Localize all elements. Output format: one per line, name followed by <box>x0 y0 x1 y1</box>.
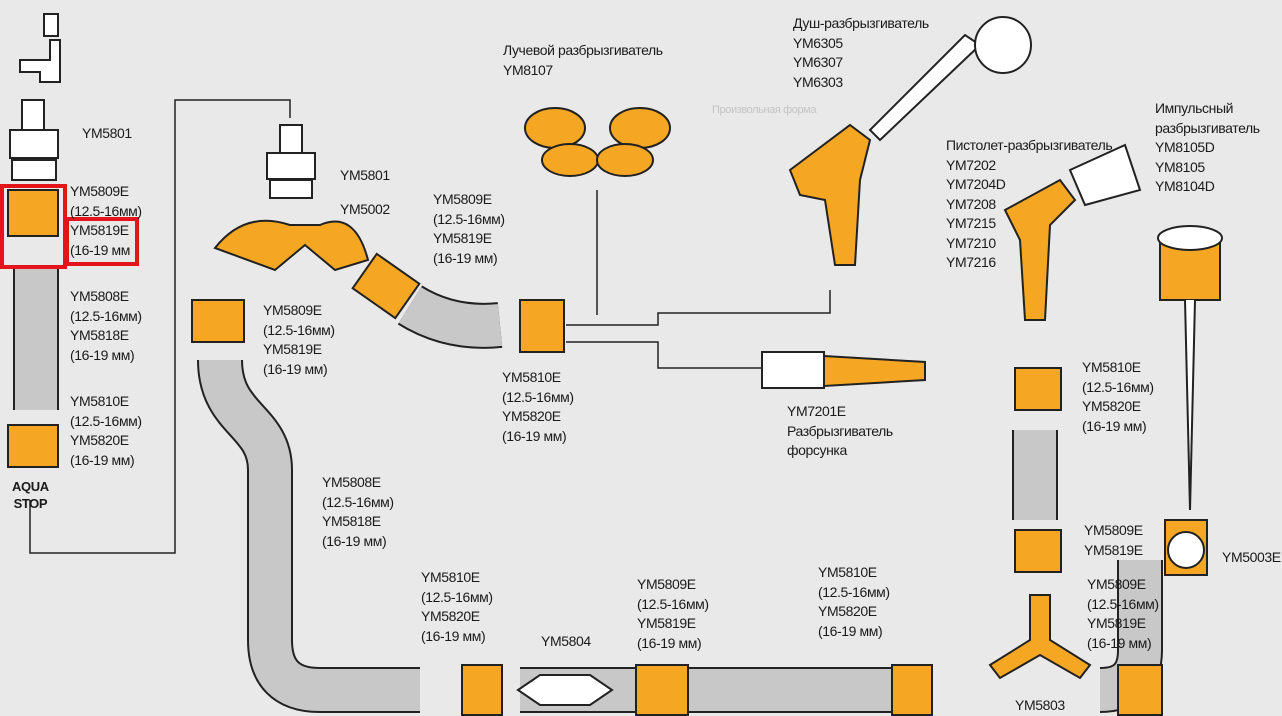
label-mid-stop: YM5810E(12.5-16мм)YM5820E(16-19 мм) <box>502 369 574 444</box>
label-y-splitter: YM5002 <box>340 201 390 217</box>
highlight-box-fitting <box>0 184 67 269</box>
connector-lines <box>29 99 831 554</box>
label-left-connector: YM5809E(12.5-16мм)YM5819E(16-19 мм <box>70 183 142 258</box>
tap-adapter-icons <box>9 99 926 389</box>
label-y-out-connector: YM5809E(12.5-16мм)YM5819E(16-19 мм) <box>263 302 335 377</box>
water-tap-icon <box>19 13 61 83</box>
label-bottom-stop-1: YM5810E(12.5-16мм)YM5820E(16-19 мм) <box>421 569 493 644</box>
highlight-box-label <box>65 217 139 266</box>
label-right-stop: YM5810E(12.5-16мм)YM5820E(16-19 мм) <box>1082 359 1154 434</box>
label-right-connector: YM5809E(12.5-16мм)YM5819E(16-19 мм) <box>1087 576 1159 651</box>
label-mid-connector: YM5809E(12.5-16мм)YM5819E(16-19 мм) <box>433 191 505 266</box>
orange-fittings <box>7 107 1221 716</box>
label-lower-repair: YM5808E(12.5-16мм)YM5818E(16-19 мм) <box>322 474 394 549</box>
label-left-stop: YM5810E(12.5-16мм)YM5820E(16-19 мм) <box>70 393 142 468</box>
label-bottom-stop-2: YM5810E(12.5-16мм)YM5820E(16-19 мм) <box>818 564 890 639</box>
shower-head-icon <box>974 16 1032 74</box>
label-tap-adapter: YM5801 <box>82 125 132 141</box>
label-left-repair: YM5808E(12.5-16мм)YM5818E(16-19 мм) <box>70 288 142 363</box>
label-bottom-connector: YM5809E(12.5-16мм)YM5819E(16-19 мм) <box>637 576 709 651</box>
label-y-connector-bottom: YM5803 <box>1015 697 1065 713</box>
freeform-hint: Произвольная форма <box>712 104 817 116</box>
label-valve: YM5003E <box>1222 549 1281 565</box>
label-y-adapter: YM5801 <box>340 167 390 183</box>
label-bottom-joiner: YM5804 <box>541 633 591 649</box>
spike-icon <box>1184 299 1196 511</box>
joiner-icon <box>516 674 614 706</box>
